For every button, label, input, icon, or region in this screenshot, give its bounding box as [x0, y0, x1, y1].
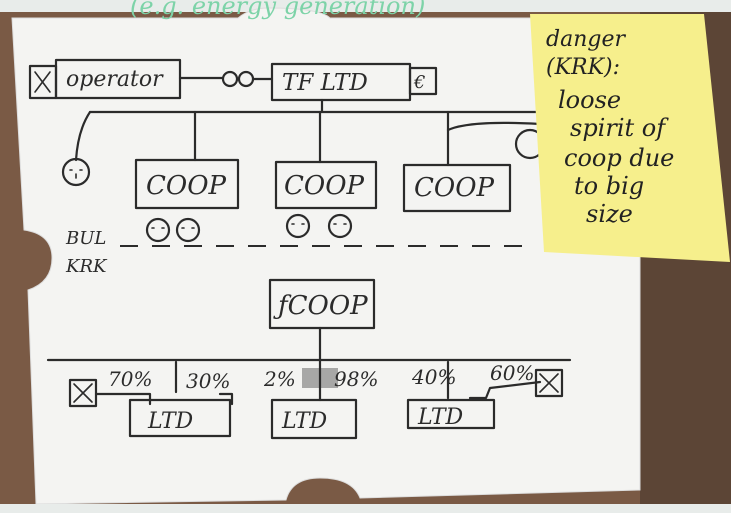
coop-label-1: COOP: [146, 171, 227, 201]
line-to-person-left: [74, 110, 92, 162]
coop-box-2: [274, 160, 378, 210]
fcoop-label: ƒCOOP: [273, 291, 368, 321]
person-icon-coop1-b: [175, 217, 201, 243]
note-line-2: (KRK):: [546, 55, 620, 80]
note-line-7: size: [586, 200, 633, 228]
operator-label: operator: [66, 67, 164, 92]
person-icon-coop2-a: [285, 213, 311, 239]
ltd3-connectors: [446, 360, 542, 400]
pct-60: 60%: [490, 361, 534, 385]
partner-square-right-mark: [539, 373, 559, 393]
sticky-note: danger (KRK): loose spirit of coop due t…: [530, 14, 730, 262]
ltd-box-3: [406, 398, 496, 430]
link-circle-1: [221, 70, 239, 88]
top-paper-strip: [0, 0, 731, 12]
euro-box: [408, 66, 438, 96]
whiteboard-panel: [11, 7, 641, 505]
region-bul-label: BUL: [65, 228, 106, 249]
note-line-1: danger: [546, 27, 626, 52]
pct-70: 70%: [108, 367, 152, 391]
coop-label-3: COOP: [414, 173, 495, 203]
top-green-text: (e.g. energy generation): [130, 0, 425, 20]
note-line-6: to big: [574, 172, 644, 200]
note-line-5: coop due: [564, 144, 674, 172]
pct-30: 30%: [186, 369, 230, 393]
person-icon-coop1-a: [145, 217, 171, 243]
coop-box-1: [134, 158, 240, 210]
coop-box-3: [402, 163, 512, 213]
pct-2: 2%: [263, 367, 296, 391]
ltd-label-2: LTD: [281, 409, 327, 434]
tf-ltd-label: TF LTD: [282, 70, 368, 96]
bottom-paper-strip: [0, 504, 731, 513]
partner-square-left-mark: [73, 383, 93, 403]
note-line-4: spirit of: [570, 114, 669, 142]
euro-mark: €: [413, 72, 425, 93]
ltd-box-1: [128, 398, 232, 438]
pct-40: 40%: [411, 365, 456, 389]
face-eyes: [151, 223, 347, 229]
operator-square-mark: [34, 71, 51, 93]
ltd-label-3: LTD: [417, 405, 463, 430]
ltd-box-2: [270, 398, 358, 440]
line-right: [446, 121, 542, 132]
hierarchy-top-line: [88, 98, 542, 114]
coop-label-2: COOP: [284, 171, 365, 201]
partner-square-right: [534, 368, 564, 398]
person-icon-coop2-b: [327, 213, 353, 239]
note-line-3: loose: [558, 86, 621, 114]
person-icon-left: [61, 157, 91, 187]
ltd-label-1: LTD: [147, 409, 193, 434]
pct-98: 98%: [334, 367, 378, 391]
region-krk-label: KRK: [65, 256, 108, 277]
person-face-left: [69, 169, 83, 179]
fcoop-box: [268, 278, 376, 330]
fcoop-horizontal-line: [46, 326, 572, 362]
